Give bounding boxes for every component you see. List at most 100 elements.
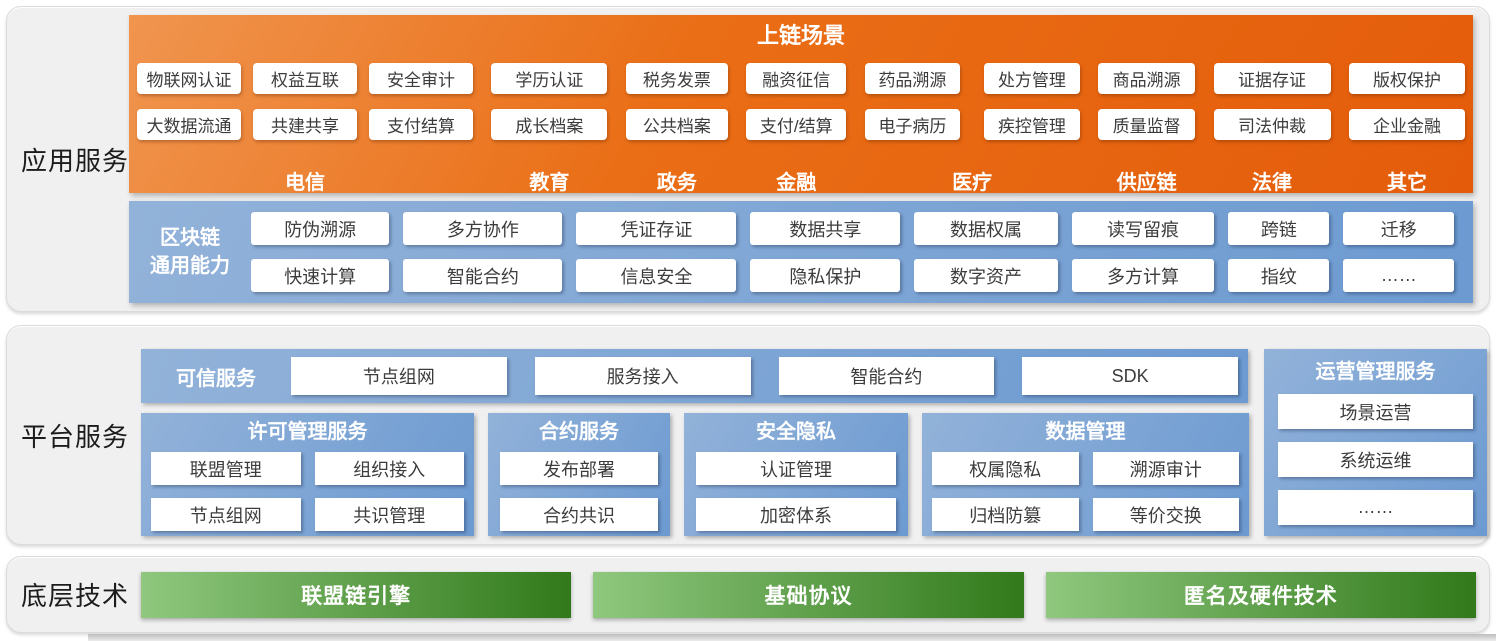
- tech-item-anonymity-hardware: 匿名及硬件技术: [1045, 571, 1476, 618]
- scenario-group-label: 电信: [285, 172, 325, 194]
- scenario-chip: 公共档案: [625, 109, 728, 140]
- scenario-chip: 商品溯源: [1098, 63, 1196, 94]
- scenario-group-education: 学历认证 成长档案 教育: [491, 63, 608, 195]
- scenario-chip: 企业金融: [1348, 109, 1465, 140]
- scenario-chip: 电子病历: [864, 109, 961, 140]
- permission-management-panel: 许可管理服务 联盟管理 组织接入 节点组网 共识管理: [141, 413, 474, 536]
- scenario-chip: 处方管理: [984, 63, 1080, 94]
- scenario-group-medical: 药品溯源 处方管理 电子病历 疾控管理 医疗: [864, 63, 1080, 195]
- data-management-panel: 数据管理 权属隐私 溯源审计 归档防篡 等价交换: [922, 413, 1249, 536]
- scenario-group-label: 其它: [1386, 172, 1427, 194]
- scenario-chip: 物联网认证: [137, 63, 241, 94]
- base-technology-band: 底层技术 联盟链引擎 基础协议 匿名及硬件技术: [6, 556, 1490, 633]
- scenario-group-legal: 证据存证 司法仲裁 法律: [1213, 63, 1331, 195]
- contract-services-panel: 合约服务 发布部署 合约共识: [488, 413, 670, 536]
- capabilities-grid: 防伪溯源 多方协作 凭证存证 数据共享 数据权属 读写留痕 跨链 迁移 快速计算…: [251, 212, 1454, 292]
- scenario-group-label: 供应链: [1116, 172, 1177, 194]
- trusted-service-item: SDK: [1022, 357, 1238, 395]
- scenario-chip: 安全审计: [369, 63, 473, 94]
- panel-title: 合约服务: [539, 421, 619, 443]
- panel-title: 许可管理服务: [247, 421, 368, 443]
- panel-item: 合约共识: [500, 498, 658, 531]
- band-label-application: 应用服务: [21, 145, 130, 176]
- trusted-service-item: 服务接入: [534, 357, 751, 395]
- panel-item: 组织接入: [314, 452, 464, 485]
- scenario-chip: 支付结算: [369, 109, 473, 140]
- scenario-chip: 质量监督: [1098, 109, 1196, 140]
- onchain-scenarios-block: 上链场景 物联网认证 权益互联 安全审计 大数据流通 共建共享 支付结算: [129, 15, 1473, 195]
- panel-item: 权属隐私: [932, 452, 1079, 485]
- scenario-chip: 疾控管理: [984, 109, 1080, 140]
- panel-item: 加密体系: [696, 498, 896, 531]
- panel-title: 安全隐私: [756, 421, 836, 443]
- scenario-group-label: 教育: [529, 172, 570, 194]
- scenario-group-label: 政务: [656, 172, 697, 194]
- panel-title: 运营管理服务: [1315, 361, 1436, 383]
- cropped-next-section-edge: [88, 634, 1496, 641]
- capability-chip: 指纹: [1228, 259, 1330, 292]
- trusted-service-item: 节点组网: [291, 357, 507, 395]
- tech-item-base-protocol: 基础协议: [593, 571, 1024, 618]
- scenario-chip: 药品溯源: [864, 63, 961, 94]
- tech-item-consortium-engine: 联盟链引擎: [141, 571, 572, 618]
- scenario-group-label: 医疗: [952, 172, 993, 194]
- band-label-technology: 底层技术: [21, 581, 130, 611]
- scenario-group-telecom: 物联网认证 权益互联 安全审计 大数据流通 共建共享 支付结算 电信: [137, 63, 473, 195]
- panel-item: 场景运营: [1278, 394, 1473, 429]
- capability-chip: 凭证存证: [576, 212, 737, 245]
- platform-services-band: 平台服务 可信服务 节点组网 服务接入 智能合约 SDK 许可管理服务: [6, 325, 1490, 545]
- panel-item: 发布部署: [500, 452, 658, 485]
- application-band-body: 上链场景 物联网认证 权益互联 安全审计 大数据流通 共建共享 支付结算: [129, 7, 1489, 311]
- scenario-chip: 司法仲裁: [1213, 109, 1331, 140]
- scenario-group-finance: 融资征信 支付/结算 金融: [746, 63, 847, 195]
- scenario-chip: 共建共享: [253, 109, 357, 140]
- scenario-chip: 版权保护: [1348, 63, 1465, 94]
- panel-item: 归档防篡: [932, 498, 1079, 531]
- scenario-group-label: 金融: [776, 172, 817, 194]
- capability-chip: 跨链: [1228, 212, 1330, 245]
- capability-chip: 数字资产: [914, 259, 1058, 292]
- panel-item: ……: [1278, 490, 1473, 525]
- capability-chip: 信息安全: [576, 259, 737, 292]
- capability-chip: 快速计算: [251, 259, 390, 292]
- trusted-services-title: 可信服务: [176, 367, 256, 390]
- capabilities-label: 区块链 通用能力: [150, 227, 230, 277]
- panel-item: 等价交换: [1092, 498, 1239, 531]
- panel-item: 溯源审计: [1092, 452, 1239, 485]
- capability-chip: 隐私保护: [750, 259, 901, 292]
- trusted-services-bar: 可信服务 节点组网 服务接入 智能合约 SDK: [141, 349, 1248, 403]
- panel-item: 认证管理: [696, 452, 896, 485]
- application-services-band: 应用服务 上链场景 物联网认证 权益互联 安全审计 大数据流通 共建共享: [6, 6, 1490, 312]
- band-label-platform: 平台服务: [21, 421, 130, 452]
- scenario-chip: 证据存证: [1213, 63, 1331, 94]
- scenario-chip: 融资征信: [746, 63, 847, 94]
- capability-chip: ……: [1343, 259, 1454, 292]
- operations-management-panel: 运营管理服务 场景运营 系统运维 ……: [1264, 349, 1487, 536]
- capability-chip: 读写留痕: [1071, 212, 1215, 245]
- scenario-groups: 物联网认证 权益互联 安全审计 大数据流通 共建共享 支付结算 电信: [137, 63, 1465, 195]
- scenario-chip: 大数据流通: [137, 109, 241, 140]
- security-privacy-panel: 安全隐私 认证管理 加密体系: [684, 413, 908, 536]
- scenario-chip: 权益互联: [253, 63, 357, 94]
- scenario-chip: 支付/结算: [746, 109, 847, 140]
- scenario-group-other: 版权保护 企业金融 其它: [1348, 63, 1465, 195]
- panel-item: 共识管理: [314, 498, 464, 531]
- onchain-scenarios-title: 上链场景: [756, 23, 845, 48]
- capability-chip: 迁移: [1343, 212, 1454, 245]
- panel-item: 联盟管理: [151, 452, 301, 485]
- platform-band-body: 可信服务 节点组网 服务接入 智能合约 SDK 许可管理服务 联盟管理 组织接入: [129, 326, 1489, 544]
- capability-chip: 防伪溯源: [251, 212, 390, 245]
- scenario-group-government: 税务发票 公共档案 政务: [625, 63, 728, 195]
- scenario-chip: 学历认证: [491, 63, 608, 94]
- blockchain-capabilities-block: 区块链 通用能力 防伪溯源 多方协作 凭证存证 数据共享 数据权属 读写留痕 跨…: [129, 201, 1473, 303]
- trusted-service-item: 智能合约: [778, 357, 995, 395]
- panel-title: 数据管理: [1045, 421, 1126, 443]
- capability-chip: 数据共享: [750, 212, 901, 245]
- panel-item: 节点组网: [151, 498, 301, 531]
- capability-chip: 智能合约: [403, 259, 563, 292]
- capability-chip: 多方计算: [1071, 259, 1215, 292]
- scenario-chip: 税务发票: [625, 63, 728, 94]
- capability-chip: 数据权属: [914, 212, 1058, 245]
- scenario-group-supply-chain: 商品溯源 质量监督 供应链: [1098, 63, 1196, 195]
